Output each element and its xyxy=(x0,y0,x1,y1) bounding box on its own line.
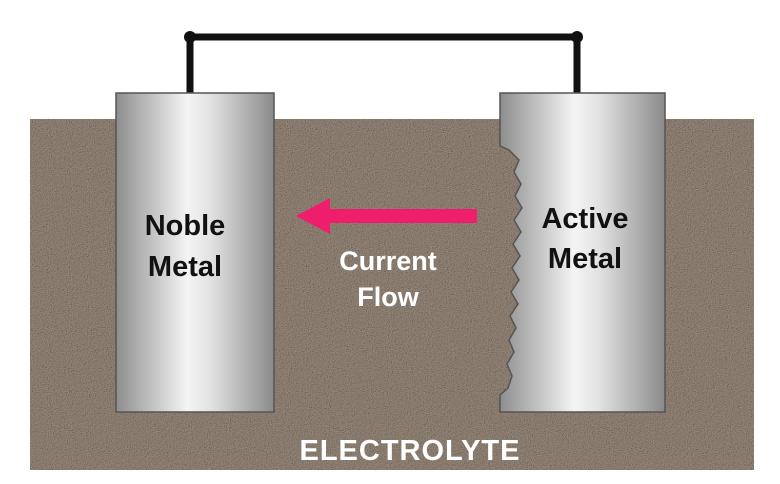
noble-metal-label-line1: Noble xyxy=(145,210,226,242)
noble-metal-electrode: Noble Metal xyxy=(115,92,275,413)
active-metal-electrode: Active Metal xyxy=(499,92,666,413)
active-metal-label-line1: Active xyxy=(541,203,628,235)
current-flow-arrow-icon xyxy=(296,198,477,234)
connecting-wire xyxy=(184,31,583,119)
electrolyte-label: ELECTROLYTE xyxy=(299,435,520,467)
active-metal-label-line2: Metal xyxy=(548,243,622,275)
current-flow-label-line1: Current xyxy=(339,246,437,276)
noble-metal-label-line2: Metal xyxy=(148,251,222,283)
current-flow-label-line2: Flow xyxy=(357,282,419,312)
